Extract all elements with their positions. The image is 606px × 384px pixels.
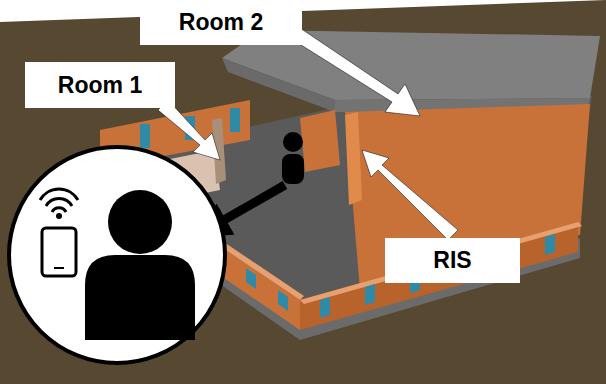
window [140, 124, 150, 148]
window [230, 108, 240, 132]
wireless-signal [56, 213, 62, 219]
callout-label: RIS [433, 247, 471, 274]
user-icon [85, 255, 195, 340]
callout-box: RIS [385, 238, 520, 283]
window [246, 268, 256, 289]
window [365, 284, 375, 305]
phone-icon [54, 267, 64, 269]
inset-circle [9, 147, 225, 363]
wireless-signal [40, 189, 78, 200]
window [278, 290, 288, 311]
user-icon [108, 190, 172, 254]
wall-top [300, 222, 582, 304]
room-wall [345, 104, 590, 290]
callout-box: Room 1 [25, 62, 175, 108]
person-icon [283, 132, 303, 152]
wireless-signal [40, 189, 78, 212]
callout-label: Room 1 [58, 72, 142, 99]
callout-box: Room 2 [140, 0, 302, 45]
callout-label: Room 2 [179, 9, 263, 36]
wireless-signal [52, 208, 66, 212]
wireless-signal [46, 198, 72, 206]
partition-wall [300, 110, 340, 172]
callout-arrow [362, 150, 458, 240]
callout-arrow [290, 28, 420, 116]
window [320, 297, 330, 318]
callout-arrow [158, 100, 220, 160]
ris-wall [345, 112, 362, 205]
person-icon [282, 154, 304, 184]
phone-icon [42, 228, 76, 276]
window-row [320, 234, 555, 318]
window [545, 234, 555, 255]
